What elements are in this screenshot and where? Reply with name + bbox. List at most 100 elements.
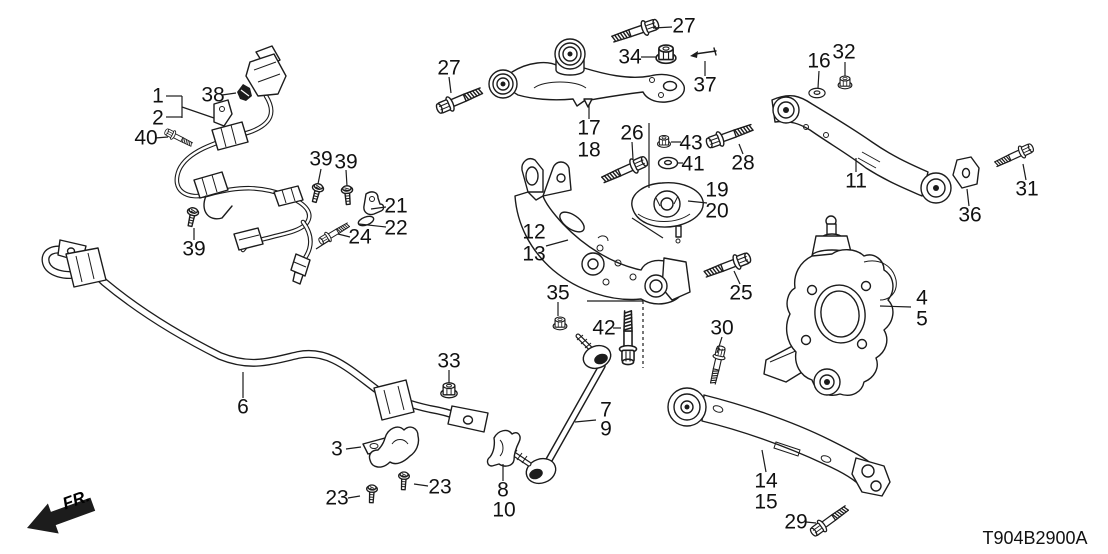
callout-35: 35 (546, 282, 569, 305)
callout-40: 40 (134, 127, 157, 150)
leader-line-24 (337, 233, 351, 238)
callout-28: 28 (731, 152, 754, 175)
diagram-code: T904B2900A (982, 528, 1087, 548)
callout-43: 43 (679, 132, 702, 155)
bracket-line (315, 239, 331, 250)
leader-line-25 (733, 270, 741, 285)
leader-line-13 (545, 239, 569, 247)
leader-line-36 (966, 188, 970, 207)
leader-line-38 (221, 92, 237, 96)
callout-8: 8 (497, 479, 509, 502)
callout-20: 20 (705, 200, 728, 223)
callout-30: 30 (710, 317, 733, 340)
fr-arrow (27, 497, 96, 534)
bracket-line (181, 106, 215, 119)
bolt-31 (992, 140, 1037, 171)
sensor-bracket (357, 191, 385, 227)
abs-sensor-harness (174, 45, 313, 285)
stabilizer-bushing (65, 247, 107, 288)
bushing-inner (772, 96, 800, 124)
screw-23-b (365, 484, 379, 504)
callout-12: 12 (522, 221, 545, 244)
leader-line-27 (652, 26, 673, 29)
washer-16 (808, 87, 826, 99)
callout-2: 2 (152, 107, 164, 130)
leader-line-27 (448, 76, 452, 94)
callout-9: 9 (600, 418, 612, 441)
leader-line-15 (761, 449, 767, 473)
callout-26: 26 (620, 122, 643, 145)
spring-mount (631, 182, 704, 244)
callout-23: 23 (428, 476, 451, 499)
screw-39-c (183, 206, 201, 228)
callout-6: 6 (237, 396, 249, 419)
harness-grommet-3 (273, 185, 304, 207)
washer-41 (657, 156, 679, 170)
fr-direction: FR. (27, 486, 96, 534)
callout-3: 3 (331, 438, 343, 461)
harness-grommet-2 (193, 171, 233, 220)
nut-43 (657, 135, 671, 148)
callout-19: 19 (705, 179, 728, 202)
callout-41: 41 (681, 153, 704, 176)
callout-16: 16 (807, 50, 830, 73)
bolt-42 (618, 310, 638, 366)
bolt-27-top (609, 15, 662, 47)
harness-connector-top (245, 45, 287, 97)
bushing-rear (644, 274, 668, 298)
bushing-top (554, 38, 586, 76)
callout-39: 39 (182, 238, 205, 261)
callout-15: 15 (754, 491, 777, 514)
screw-23-a (397, 471, 411, 491)
callout-37: 37 (693, 74, 716, 97)
callout-10: 10 (492, 499, 515, 522)
callout-18: 18 (577, 139, 600, 162)
knuckle-bushing (813, 368, 841, 396)
screw-39-a (308, 181, 326, 205)
bolt-28 (703, 119, 756, 152)
callout-38: 38 (201, 84, 224, 107)
stabilizer-bracket (362, 426, 420, 468)
callout-27: 27 (672, 15, 695, 38)
callout-1: 1 (152, 85, 164, 108)
callout-34: 34 (618, 46, 642, 69)
leader-line-16 (817, 70, 820, 89)
callout-23: 23 (325, 487, 348, 510)
link-clip (486, 429, 521, 467)
bolt-27-left (433, 83, 485, 118)
stabilizer-bar (41, 239, 489, 433)
leader-line-3 (345, 446, 362, 450)
leader-line-20 (687, 200, 708, 204)
bushing-front (488, 69, 518, 99)
callout-22: 22 (384, 217, 407, 240)
wheel-speed-sensor (290, 253, 311, 285)
bolt-25 (701, 249, 754, 282)
callout-31: 31 (1015, 178, 1038, 201)
callout-39: 39 (309, 148, 332, 171)
leader-line-22 (358, 223, 387, 228)
callout-4: 4 (916, 287, 928, 310)
lock-pin (690, 47, 717, 58)
stabilizer-bushing-2 (373, 379, 415, 421)
callout-29: 29 (784, 511, 807, 534)
callout-36: 36 (958, 204, 981, 227)
leader-line-29 (805, 521, 817, 524)
upper-arm-rear (771, 94, 952, 204)
upper-arm-front (488, 38, 685, 108)
leader-line-5 (879, 305, 912, 308)
callout-33: 33 (437, 350, 460, 373)
callout-5: 5 (916, 308, 928, 331)
lower-arm (514, 158, 691, 305)
leader-line-26 (631, 141, 634, 160)
callout-25: 25 (729, 282, 752, 305)
bolt-26 (599, 152, 651, 188)
callout-21: 21 (384, 195, 407, 218)
leader-line-40 (154, 136, 169, 139)
callout-39: 39 (334, 151, 357, 174)
leader-line-28 (738, 143, 744, 155)
leader-line-30 (716, 336, 723, 354)
screw-39-b (340, 184, 355, 206)
leader-line-39 (345, 169, 348, 187)
leader-line-21 (370, 206, 387, 210)
